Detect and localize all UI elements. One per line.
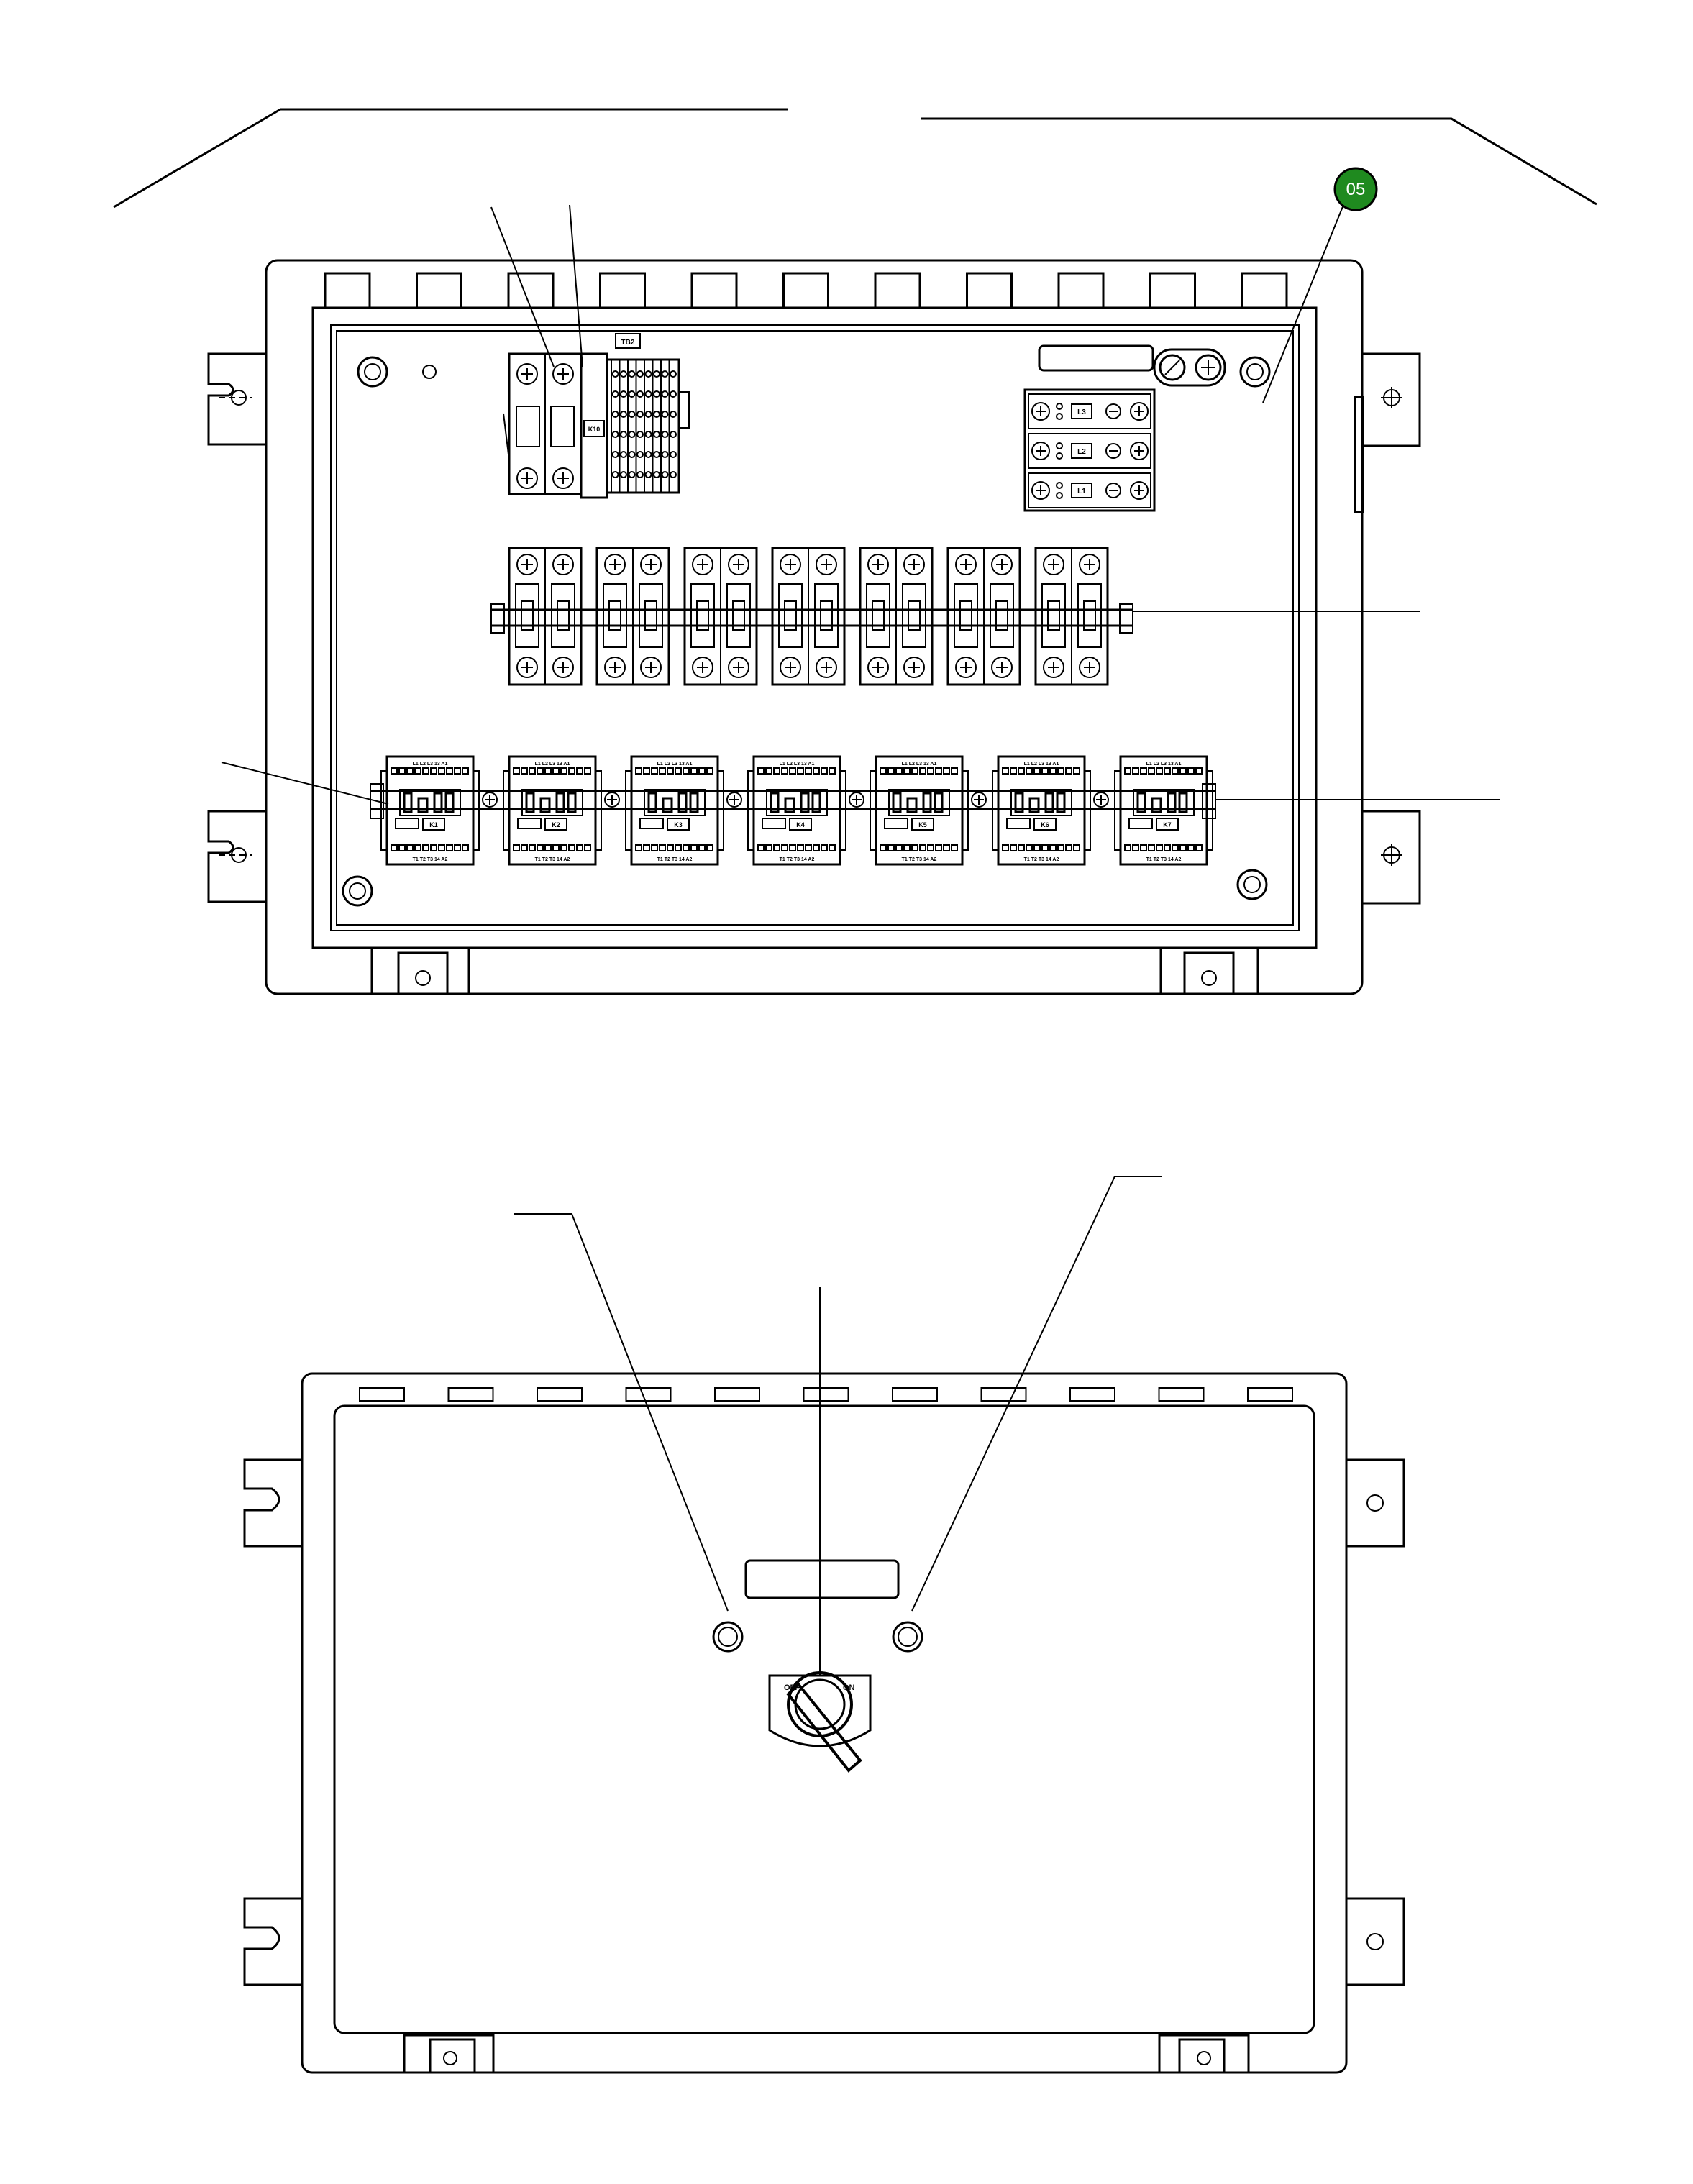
- contactor-k6: L1 L2 L3 13 A1 T1 T2 T3 14 A2 K6: [992, 755, 1109, 866]
- fuse-holder: [595, 547, 670, 686]
- door-tab: [537, 1387, 583, 1402]
- power-block-row: L1: [1028, 472, 1151, 508]
- fuse-holder: [683, 547, 758, 686]
- callout-badge-label: 05: [1346, 180, 1366, 199]
- power-block-row: L3: [1028, 393, 1151, 429]
- contactor-top-terminals: L1 L2 L3 13 A1: [902, 762, 937, 767]
- selector-switch[interactable]: OFF ON: [768, 1671, 872, 1773]
- hinge-tab: [507, 272, 555, 309]
- contactor-k2: L1 L2 L3 13 A1 T1 T2 T3 14 A2 K2: [503, 755, 620, 866]
- right-mounting-brackets: [1354, 352, 1421, 905]
- hinge-tab: [324, 272, 371, 309]
- bottom-leader-lines: [514, 1176, 1162, 1676]
- relay-tag: K10: [588, 426, 601, 433]
- hinge-tab: [416, 272, 462, 309]
- callout-badge-05[interactable]: 05: [1333, 167, 1378, 211]
- hinge-tab: [966, 272, 1013, 309]
- hinge-tab: [1149, 272, 1196, 309]
- power-block-row: L2: [1028, 433, 1151, 469]
- fuse-holder: [1034, 547, 1109, 686]
- door-hinge-tabs: [359, 1387, 1293, 1402]
- contactor-label: K3: [674, 821, 683, 828]
- contactor-top-terminals: L1 L2 L3 13 A1: [1146, 762, 1182, 767]
- door-tab: [625, 1387, 672, 1402]
- contactor-label: K6: [1041, 821, 1049, 828]
- bottom-hinges: [370, 946, 1259, 995]
- contactor-top-terminals: L1 L2 L3 13 A1: [1024, 762, 1059, 767]
- door-tab: [803, 1387, 849, 1402]
- hinge-tab: [1241, 272, 1288, 309]
- hinge-tab: [874, 272, 921, 309]
- contactor-label: K4: [796, 821, 805, 828]
- pilot-light-left: [712, 1621, 744, 1653]
- door-tab: [1069, 1387, 1115, 1402]
- contactor-label: K7: [1163, 821, 1172, 828]
- contactor-bottom-terminals: T1 T2 T3 14 A2: [902, 857, 937, 862]
- terminal-block-tag: TB2: [621, 339, 635, 347]
- contactor-top-terminals: L1 L2 L3 13 A1: [657, 762, 693, 767]
- door-tab: [447, 1387, 494, 1402]
- breaker-terminal-assembly: K10 TB2: [503, 333, 690, 499]
- contactor-label: K1: [429, 821, 438, 828]
- contactor-bottom-terminals: T1 T2 T3 14 A2: [413, 857, 448, 862]
- hinge-tab: [599, 272, 646, 309]
- fuse-holder: [946, 547, 1021, 686]
- contactor-k4: L1 L2 L3 13 A1 T1 T2 T3 14 A2 K4: [747, 755, 864, 866]
- hinge-tab: [690, 272, 738, 309]
- contactor-k1: L1 L2 L3 13 A1 T1 T2 T3 14 A2 K1: [380, 755, 498, 866]
- power-block-label: L2: [1077, 448, 1086, 456]
- door-tab: [359, 1387, 405, 1402]
- panel-standoffs: [342, 356, 1271, 907]
- contactor-k7: L1 L2 L3 13 A1 T1 T2 T3 14 A2 K7: [1114, 755, 1213, 866]
- fuse-holder-row: [490, 547, 1133, 686]
- door-tab: [892, 1387, 938, 1402]
- top-leader-lines: [113, 108, 1597, 805]
- hinge-tab: [782, 272, 829, 309]
- contactor-top-terminals: L1 L2 L3 13 A1: [413, 762, 448, 767]
- contactor-bottom-terminals: T1 T2 T3 14 A2: [535, 857, 570, 862]
- contactor-k5: L1 L2 L3 13 A1 T1 T2 T3 14 A2 K5: [870, 755, 987, 866]
- door-nameplate: [744, 1559, 900, 1599]
- nameplate-and-ground-lug: [1038, 344, 1226, 387]
- door-tab: [980, 1387, 1027, 1402]
- contactor-top-terminals: L1 L2 L3 13 A1: [780, 762, 815, 767]
- top-hinge-tabs: [324, 272, 1288, 309]
- contactor-k3: L1 L2 L3 13 A1 T1 T2 T3 14 A2 K3: [625, 755, 742, 866]
- contactor-bottom-terminals: T1 T2 T3 14 A2: [1146, 857, 1182, 862]
- contactor-bottom-terminals: T1 T2 T3 14 A2: [1024, 857, 1059, 862]
- fuse-holder: [508, 547, 583, 686]
- pilot-light-right: [892, 1621, 923, 1653]
- door-tab: [1158, 1387, 1205, 1402]
- left-mounting-brackets: [207, 352, 266, 903]
- power-block-label: L3: [1077, 408, 1086, 416]
- contactor-bottom-terminals: T1 T2 T3 14 A2: [780, 857, 815, 862]
- contactor-bottom-terminals: T1 T2 T3 14 A2: [657, 857, 693, 862]
- hinge-tab: [1057, 272, 1105, 309]
- door-tab: [1247, 1387, 1293, 1402]
- contactor-label: K5: [918, 821, 927, 828]
- contactor-label: K2: [552, 821, 560, 828]
- power-block-label: L1: [1077, 488, 1086, 495]
- closed-enclosure-view: OFF ON: [243, 1372, 1405, 2074]
- door-tab: [714, 1387, 760, 1402]
- fuse-holder: [771, 547, 846, 686]
- contactor-top-terminals: L1 L2 L3 13 A1: [535, 762, 570, 767]
- fuse-holder: [859, 547, 934, 686]
